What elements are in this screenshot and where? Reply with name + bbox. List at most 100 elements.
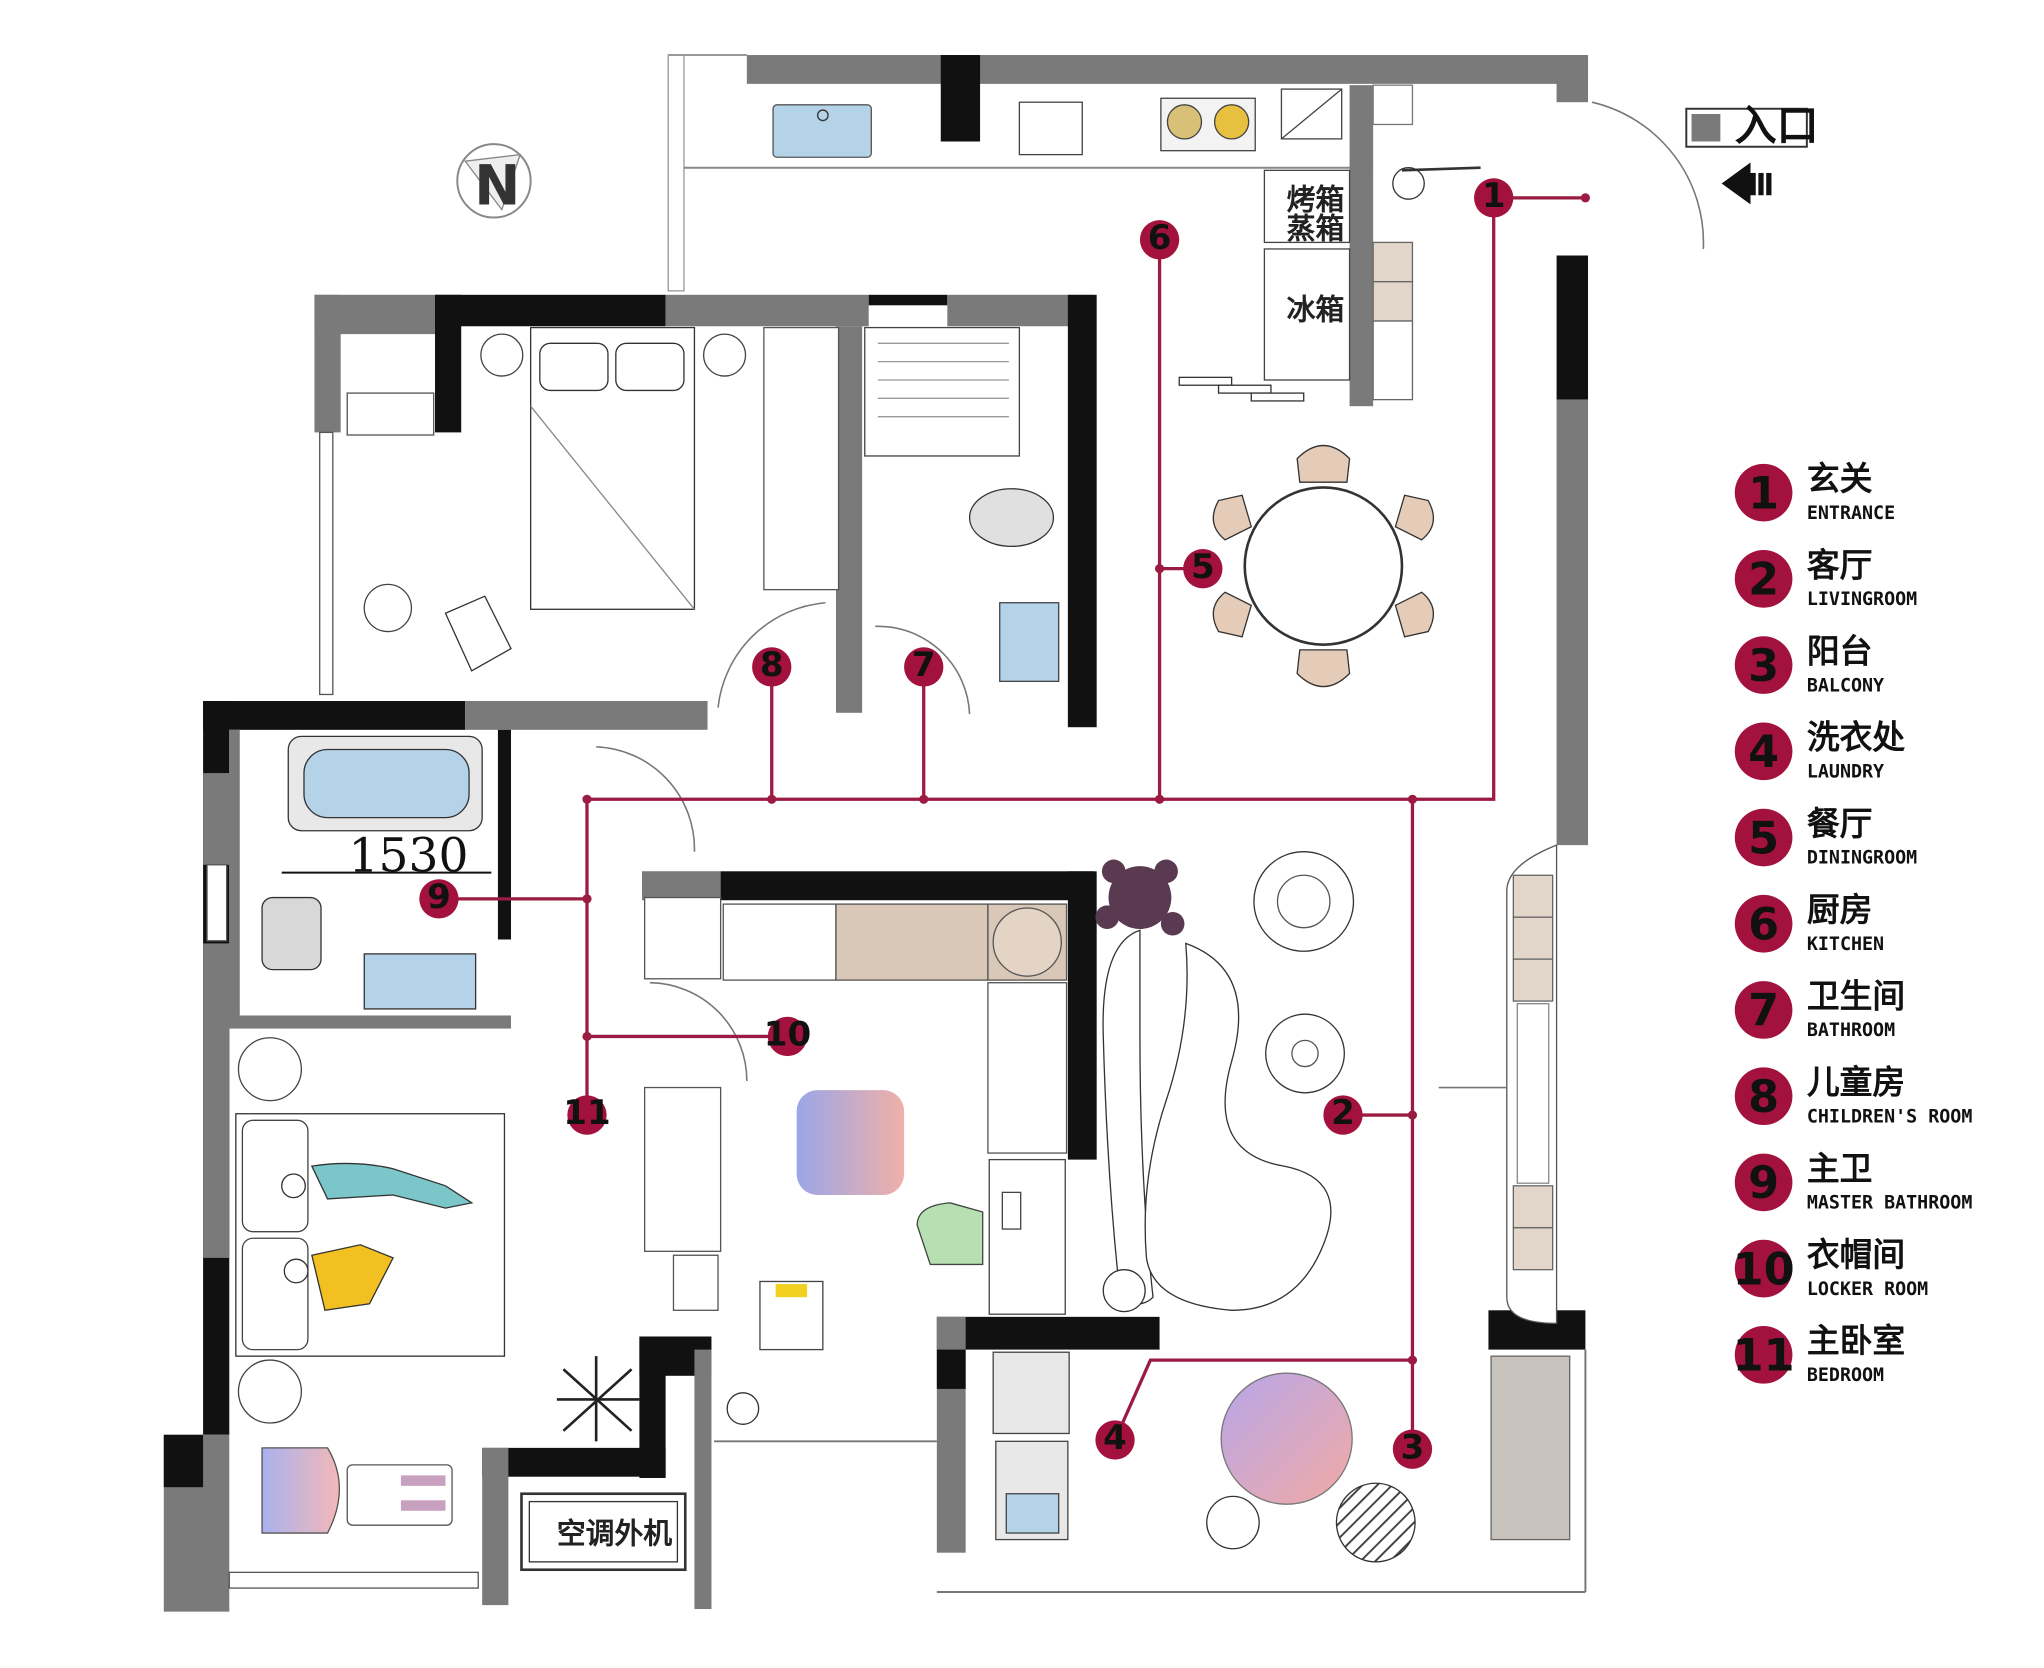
- legend-number: 1: [1748, 467, 1779, 519]
- childrens-room: [346, 326, 840, 672]
- legend-item: 7 卫生间 BATHROOM: [1734, 977, 1905, 1041]
- legend-english-label: DININGROOM: [1807, 848, 1917, 869]
- legend-chinese-label: 主卧室: [1807, 1322, 1905, 1360]
- legend-number: 6: [1748, 898, 1779, 950]
- entrance-sign: 入口: [1685, 101, 1819, 205]
- legend-number: 2: [1748, 554, 1779, 606]
- legend-english-label: LOCKER ROOM: [1807, 1279, 1928, 1300]
- legend-number: 11: [1733, 1330, 1795, 1382]
- dining-table: [1212, 445, 1435, 688]
- marker-number: 11: [563, 1093, 610, 1133]
- kitchen: [772, 88, 1481, 402]
- route-marker-2: 2: [1323, 1093, 1363, 1135]
- door-swings: [596, 101, 1705, 1089]
- legend-english-label: MASTER BATHROOM: [1807, 1193, 1973, 1214]
- route-marker-7: 7: [904, 645, 944, 687]
- route-lines: [438, 196, 1586, 1450]
- legend-number: 8: [1748, 1071, 1779, 1123]
- legend-marker: [1734, 636, 1793, 694]
- legend-chinese-label: 客厅: [1807, 546, 1872, 584]
- route-marker-11: 11: [563, 1093, 611, 1135]
- legend-chinese-label: 卫生间: [1807, 977, 1905, 1015]
- walls: [163, 54, 1589, 1612]
- legend-marker: [1734, 981, 1793, 1039]
- living-room: [1095, 851, 1355, 1313]
- legend-number: 5: [1748, 812, 1779, 864]
- entrance-label: 入口: [1735, 101, 1819, 150]
- marker-circle: [567, 1095, 607, 1135]
- legend-marker: [1734, 894, 1793, 953]
- route-marker-3: 3: [1392, 1427, 1433, 1469]
- laundry-balcony: [726, 1351, 1416, 1563]
- legend-marker: [1734, 808, 1793, 867]
- route-marker-5: 5: [1183, 547, 1223, 589]
- legend-marker: [1734, 1326, 1793, 1384]
- legend-marker: [1734, 1067, 1793, 1126]
- route-junctions: [582, 193, 1590, 1365]
- legend-marker: [1734, 463, 1793, 522]
- locker-room: [643, 896, 1068, 1351]
- legend-marker: [1734, 550, 1793, 608]
- marker-number: 5: [1191, 547, 1215, 587]
- legend-english-label: BALCONY: [1807, 675, 1884, 696]
- north-arrow: N: [456, 143, 532, 219]
- legend-number: 9: [1748, 1157, 1779, 1209]
- legend-item: 4 洗衣处 LAUNDRY: [1734, 719, 1905, 783]
- legend-item: 11 主卧室 BEDROOM: [1733, 1322, 1905, 1386]
- legend-marker: [1734, 722, 1793, 781]
- fridge-label: 冰箱: [1287, 293, 1345, 327]
- legend-chinese-label: 主卫: [1807, 1150, 1872, 1188]
- legend-chinese-label: 衣帽间: [1807, 1236, 1905, 1274]
- legend-chinese-label: 餐厅: [1807, 805, 1872, 843]
- legend-english-label: ENTRANCE: [1807, 503, 1895, 524]
- legend-item: 8 儿童房 CHILDREN'S ROOM: [1734, 1064, 1973, 1127]
- oven-label: 烤箱 蒸箱: [1287, 183, 1355, 246]
- marker-number: 1: [1482, 176, 1506, 216]
- route-marker-9: 9: [419, 877, 459, 919]
- legend-chinese-label: 儿童房: [1807, 1064, 1905, 1102]
- bathroom: [864, 326, 1060, 683]
- marker-circle: [1323, 1095, 1363, 1135]
- arrow-left-icon: [1721, 162, 1772, 205]
- marker-circle: [419, 879, 459, 919]
- legend-english-label: CHILDREN'S ROOM: [1807, 1106, 1973, 1127]
- master-bedroom: [235, 1037, 687, 1572]
- marker-circle: [1392, 1429, 1433, 1469]
- legend-english-label: BATHROOM: [1807, 1020, 1895, 1041]
- marker-circle: [1139, 220, 1180, 260]
- route-markers: 1 2 3 4 5 6 7 8 9 10 11: [419, 176, 1514, 1469]
- route-marker-8: 8: [752, 645, 792, 687]
- ac-unit-label: 空调外机: [557, 1517, 672, 1551]
- marker-number: 7: [912, 645, 936, 685]
- legend-chinese-label: 玄关: [1807, 460, 1873, 498]
- marker-number: 8: [760, 645, 784, 685]
- marker-number: 10: [764, 1015, 811, 1055]
- legend-chinese-label: 洗衣处: [1807, 719, 1905, 757]
- marker-number: 4: [1103, 1418, 1127, 1458]
- master-bath: [261, 735, 492, 1010]
- marker-number: 9: [427, 877, 451, 917]
- marker-circle: [904, 647, 944, 687]
- legend-marker: [1734, 1153, 1793, 1212]
- legend-item: 9 主卫 MASTER BATHROOM: [1734, 1150, 1973, 1214]
- legend-number: 4: [1748, 726, 1779, 778]
- route-marker-1: 1: [1474, 176, 1514, 218]
- legend-number: 7: [1748, 985, 1779, 1037]
- legend-english-label: LAUNDRY: [1807, 762, 1884, 783]
- marker-number: 3: [1401, 1427, 1425, 1467]
- legend-item: 1 玄关 ENTRANCE: [1734, 460, 1895, 524]
- marker-circle: [1095, 1420, 1135, 1460]
- marker-number: 2: [1331, 1093, 1355, 1133]
- legend-item: 5 餐厅 DININGROOM: [1734, 805, 1917, 869]
- route-marker-6: 6: [1139, 218, 1180, 260]
- legend-english-label: BEDROOM: [1807, 1365, 1884, 1386]
- legend-english-label: KITCHEN: [1807, 934, 1884, 955]
- route-marker-4: 4: [1095, 1418, 1135, 1460]
- marker-circle: [1183, 549, 1223, 589]
